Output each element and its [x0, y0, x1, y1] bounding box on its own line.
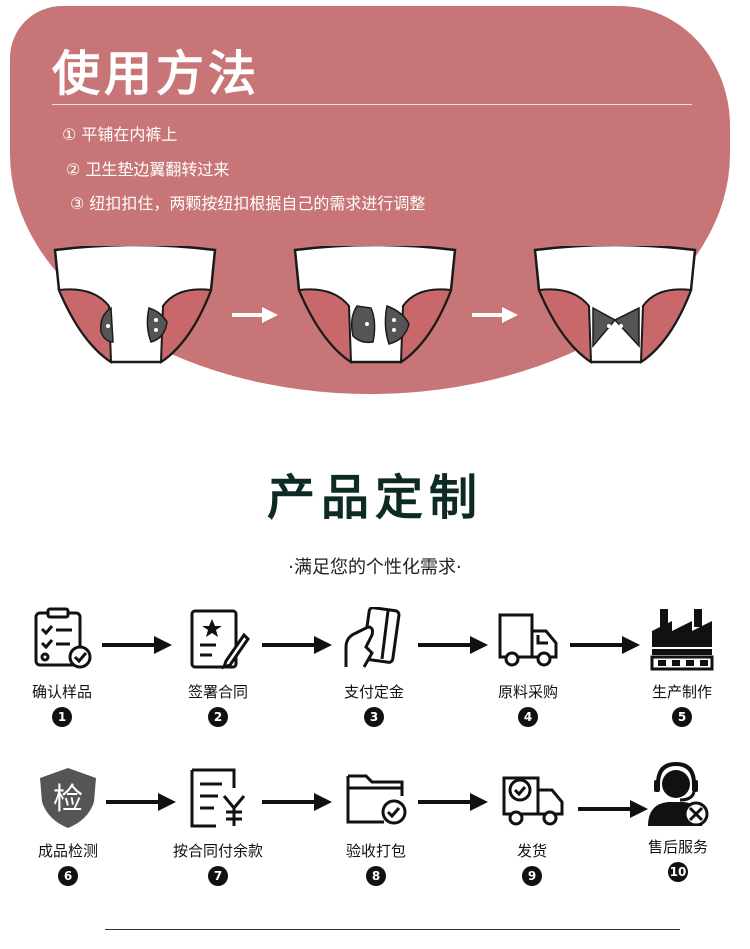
process-step-number: 7	[208, 866, 228, 886]
factory-icon	[650, 609, 714, 671]
customer-service-icon	[648, 762, 709, 826]
process-step-8: 验收打包 8	[316, 766, 436, 886]
bottom-divider	[105, 929, 680, 930]
process-step-label: 售后服务	[647, 838, 708, 856]
usage-step-1: ① 平铺在内裤上	[62, 125, 178, 144]
process-step-2: 签署合同 2	[158, 607, 278, 727]
process-step-1: 确认样品 1	[2, 607, 122, 727]
panty-illustration-step-3	[533, 246, 697, 364]
process-step-number: 8	[366, 866, 386, 886]
yen-bill-icon	[190, 768, 246, 828]
usage-divider	[52, 104, 692, 105]
custom-title: 产品定制	[266, 470, 483, 526]
arrow-right-icon	[262, 793, 332, 811]
process-step-number: 5	[672, 707, 692, 727]
process-step-label: 签署合同	[187, 683, 248, 701]
checklist-icon	[34, 607, 92, 669]
process-step-number: 9	[522, 866, 542, 886]
process-step-6: 检 成品检测 6	[8, 766, 128, 886]
inspection-shield-icon: 检	[40, 768, 96, 828]
process-step-5: 生产制作 5	[622, 607, 742, 727]
usage-step-3: ③ 纽扣扣住，两颗按纽扣根据自己的需求进行调整	[70, 194, 426, 213]
process-step-label: 支付定金	[343, 683, 404, 701]
folder-check-icon	[346, 774, 407, 825]
card-payment-icon	[344, 607, 401, 668]
process-step-label: 成品检测	[37, 842, 98, 860]
process-step-7: 按合同付余款 7	[158, 766, 278, 886]
process-step-label: 按合同付余款	[172, 842, 263, 860]
process-step-number: 4	[518, 707, 538, 727]
panty-illustration-step-2	[293, 246, 457, 364]
svg-text:检: 检	[53, 782, 83, 817]
arrow-right-icon	[578, 800, 648, 818]
process-step-number: 2	[208, 707, 228, 727]
process-step-number: 6	[58, 866, 78, 886]
custom-subtitle: ·满足您的个性化需求·	[288, 557, 462, 578]
process-step-label: 生产制作	[651, 683, 712, 701]
process-step-label: 验收打包	[345, 842, 406, 860]
arrow-right-icon	[418, 636, 488, 654]
arrow-right-icon	[570, 636, 640, 654]
process-step-4: 原料采购 4	[468, 607, 588, 727]
process-step-number: 1	[52, 707, 72, 727]
process-step-9: 发货 9	[472, 766, 592, 886]
process-step-label: 原料采购	[497, 683, 558, 701]
process-step-3: 支付定金 3	[314, 607, 434, 727]
usage-step-2: ② 卫生垫边翼翻转过来	[66, 160, 230, 179]
arrow-right-icon	[472, 307, 518, 323]
process-step-label: 确认样品	[31, 683, 92, 701]
arrow-right-icon	[262, 636, 332, 654]
contract-sign-icon	[190, 609, 250, 670]
usage-title: 使用方法	[52, 46, 261, 102]
panty-illustration-step-1	[53, 246, 217, 364]
delivery-truck-icon	[502, 776, 564, 826]
process-step-label: 发货	[516, 842, 547, 860]
process-step-number: 10	[668, 862, 688, 882]
arrow-right-icon	[106, 793, 176, 811]
arrow-right-icon	[418, 793, 488, 811]
arrow-right-icon	[232, 307, 278, 323]
truck-icon	[498, 613, 558, 667]
process-step-10: 售后服务 10	[618, 762, 738, 882]
process-step-number: 3	[364, 707, 384, 727]
arrow-right-icon	[102, 636, 172, 654]
